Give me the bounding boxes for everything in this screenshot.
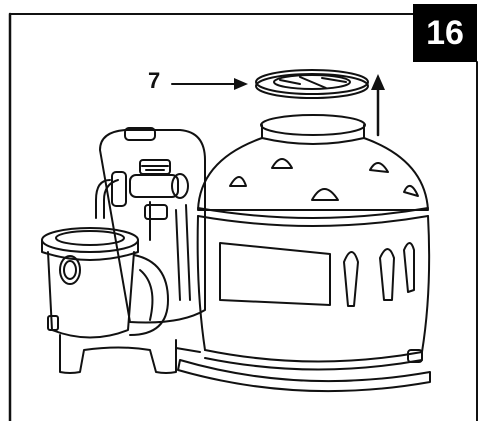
frame-border bbox=[8, 12, 478, 421]
step-number-badge: 16 bbox=[413, 4, 477, 62]
tank-lid-part-7 bbox=[255, 69, 369, 99]
arrow-right-icon bbox=[171, 78, 248, 90]
pump-motor-housing bbox=[95, 127, 206, 324]
part-callout-label: 7 bbox=[148, 68, 161, 93]
pump-base bbox=[59, 334, 201, 374]
arrow-up-icon bbox=[371, 74, 385, 137]
strainer-pot bbox=[41, 227, 169, 339]
sand-filter-tank bbox=[177, 114, 431, 393]
